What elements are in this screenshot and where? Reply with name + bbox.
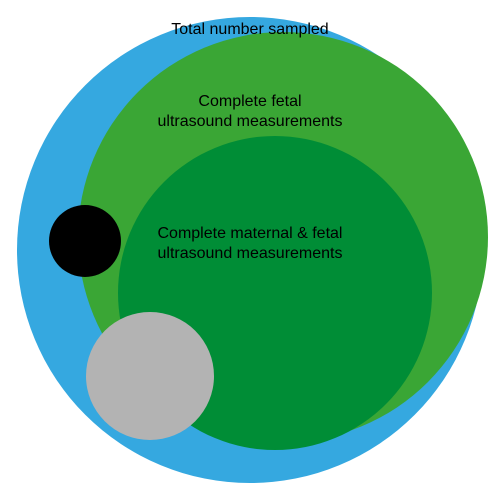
complete-maternal-fetal-label-line1: Complete maternal & fetal	[158, 225, 343, 242]
complete-fetal-label-line2: ultrasound measurements	[158, 113, 343, 130]
black-circle	[49, 205, 121, 277]
grey-circle	[86, 312, 214, 440]
total-sampled-label: Total number sampled	[171, 21, 328, 38]
complete-fetal-label-line1: Complete fetal	[198, 93, 301, 110]
complete-maternal-fetal-label-line2: ultrasound measurements	[158, 245, 343, 262]
